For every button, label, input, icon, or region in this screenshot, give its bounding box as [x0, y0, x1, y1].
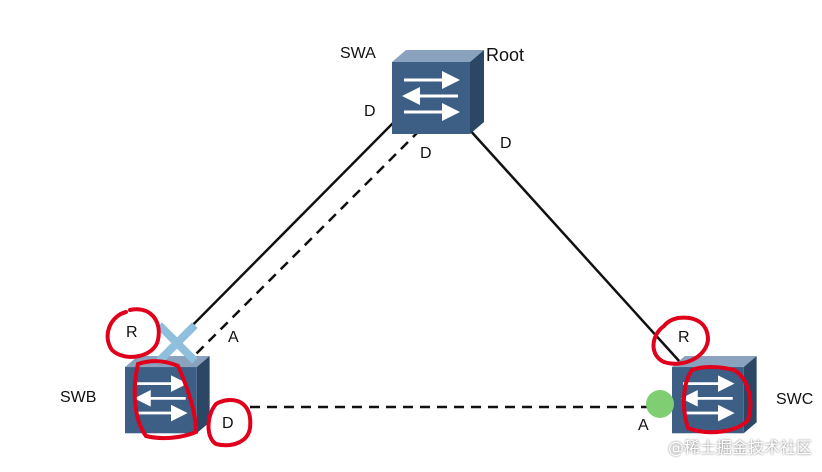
port-label-swa-left: D — [364, 103, 376, 120]
port-label-swb-root: R — [126, 324, 138, 341]
port-label-swc-root: R — [678, 329, 690, 346]
watermark: @稀土掘金技术社区 — [667, 438, 812, 457]
link-swa-swb-solid — [165, 117, 399, 353]
circle-annotation-swc-r — [651, 315, 711, 366]
circle-annotation-swb-switch — [132, 359, 199, 441]
switch-label-swa: SWA — [340, 45, 376, 62]
port-label-swc-alternate: A — [638, 417, 649, 434]
circle-annotation-swb-d — [206, 397, 253, 448]
root-label: Root — [486, 45, 525, 65]
forwarding-dot-icon — [646, 390, 674, 418]
link-swa-swc — [467, 127, 681, 363]
switch-label-swb: SWB — [60, 389, 97, 406]
switch-label-swc: SWC — [776, 391, 814, 408]
port-label-swb-alternate: A — [228, 329, 239, 346]
switch-icon-swa — [392, 50, 484, 134]
port-label-swa-dashed: D — [420, 145, 432, 162]
port-label-swb-designated: D — [222, 415, 234, 432]
circle-annotation-swc-switch — [681, 365, 753, 435]
link-swa-swb-dashed — [183, 129, 421, 367]
blocked-x-icon — [156, 322, 198, 364]
circle-annotation-swb-r — [105, 307, 161, 359]
port-label-swa-right: D — [500, 135, 512, 152]
red-annotations — [105, 307, 753, 448]
